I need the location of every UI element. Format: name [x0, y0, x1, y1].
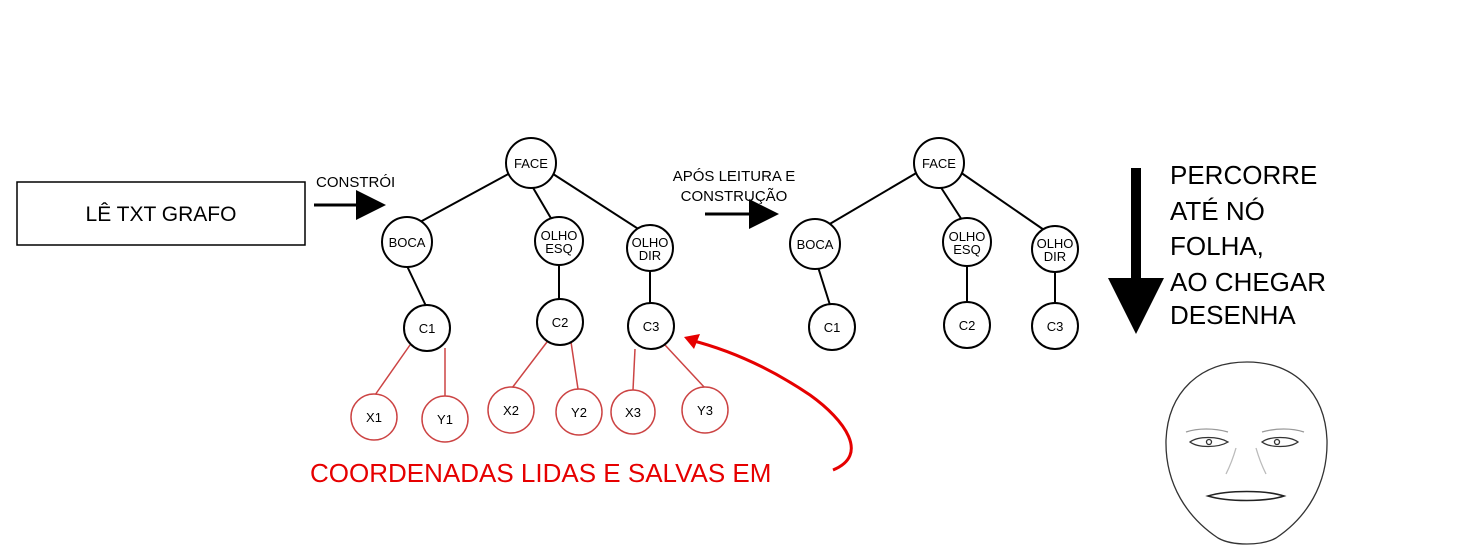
after-arrow: APÓS LEITURA E CONSTRUÇÃO	[673, 168, 796, 229]
node-label: X1	[366, 410, 382, 425]
tree-full-node-olho-esq: OLHO ESQ	[534, 216, 584, 266]
tree-full-node-olho-dir: OLHO DIR	[626, 224, 674, 272]
tree-full-leaf-x1: X1	[350, 393, 398, 441]
tree-full-node-c2: C2	[536, 298, 584, 346]
tree-simple-node-c2: C2	[943, 301, 991, 349]
after-arrow-line-1: APÓS LEITURA E	[673, 168, 796, 185]
build-arrow-label: CONSTRÓI	[316, 174, 395, 191]
tree-simple-edges	[817, 171, 1056, 306]
tree-simple-node-c3: C3	[1031, 302, 1079, 350]
traverse-line-1: PERCORRE	[1170, 160, 1317, 190]
coords-note-label: COORDENADAS LIDAS E SALVAS EM	[310, 458, 771, 488]
tree-simple: FACE BOCA OLHO ESQ OLHO DIR C1 C2 C3	[789, 137, 1079, 351]
node-label: C2	[552, 315, 569, 330]
tree-full-node-boca: BOCA	[381, 216, 433, 268]
tree-full-leaf-y2: Y2	[555, 388, 603, 436]
node-label: C1	[824, 320, 841, 335]
tree-full-node-c3: C3	[627, 302, 675, 350]
face-drawing-icon	[1165, 361, 1328, 545]
node-label: Y1	[437, 412, 453, 427]
traverse-text: PERCORRE ATÉ NÓ FOLHA, AO CHEGAR DESENHA	[1170, 160, 1326, 330]
tree-full-node-c1: C1	[403, 304, 451, 352]
tree-simple-node-c1: C1	[808, 303, 856, 351]
node-label: FACE	[514, 156, 548, 171]
traverse-line-2: ATÉ NÓ	[1170, 196, 1265, 226]
node-label: C2	[959, 318, 976, 333]
node-label: C3	[643, 319, 660, 334]
node-label: OLHO	[1037, 236, 1074, 251]
node-label: OLHO	[541, 228, 578, 243]
traverse-line-3: FOLHA,	[1170, 231, 1264, 261]
node-label: Y3	[697, 403, 713, 418]
tree-full: FACE BOCA OLHO ESQ OLHO DIR C1 C2 C3	[350, 137, 729, 443]
tree-full-leaf-x3: X3	[610, 389, 656, 435]
input-box-label: LÊ TXT GRAFO	[86, 203, 237, 226]
tree-simple-node-olho-esq: OLHO ESQ	[942, 217, 992, 267]
node-label: X2	[503, 403, 519, 418]
node-label: BOCA	[797, 237, 834, 252]
tree-simple-root: FACE	[913, 137, 965, 189]
node-label: ESQ	[545, 241, 572, 256]
tree-simple-node-boca: BOCA	[789, 218, 841, 270]
tree-full-leaf-edges	[374, 341, 706, 397]
tree-full-edges	[406, 171, 651, 307]
node-label: OLHO	[632, 235, 669, 250]
input-box: LÊ TXT GRAFO	[16, 181, 306, 246]
node-label: C1	[419, 321, 436, 336]
tree-full-leaf-y3: Y3	[681, 386, 729, 434]
node-label: C3	[1047, 319, 1064, 334]
node-label: BOCA	[389, 235, 426, 250]
tree-full-root: FACE	[505, 137, 557, 189]
red-arrow-head-icon	[684, 334, 700, 349]
tree-full-leaf-y1: Y1	[421, 395, 469, 443]
traverse-down-arrow-icon	[1108, 168, 1164, 334]
coords-note: COORDENADAS LIDAS E SALVAS EM	[310, 334, 853, 488]
node-label: Y2	[571, 405, 587, 420]
node-label: OLHO	[949, 229, 986, 244]
node-label: ESQ	[953, 242, 980, 257]
node-label: FACE	[922, 156, 956, 171]
tree-simple-node-olho-dir: OLHO DIR	[1031, 225, 1079, 273]
after-arrow-line-2: CONSTRUÇÃO	[681, 188, 788, 205]
node-label: X3	[625, 405, 641, 420]
node-label: DIR	[639, 248, 661, 263]
build-arrow: CONSTRÓI	[314, 174, 395, 220]
traverse-line-4: AO CHEGAR	[1170, 267, 1326, 297]
node-label: DIR	[1044, 249, 1066, 264]
tree-full-leaf-x2: X2	[487, 386, 535, 434]
traverse-line-5: DESENHA	[1170, 300, 1296, 330]
